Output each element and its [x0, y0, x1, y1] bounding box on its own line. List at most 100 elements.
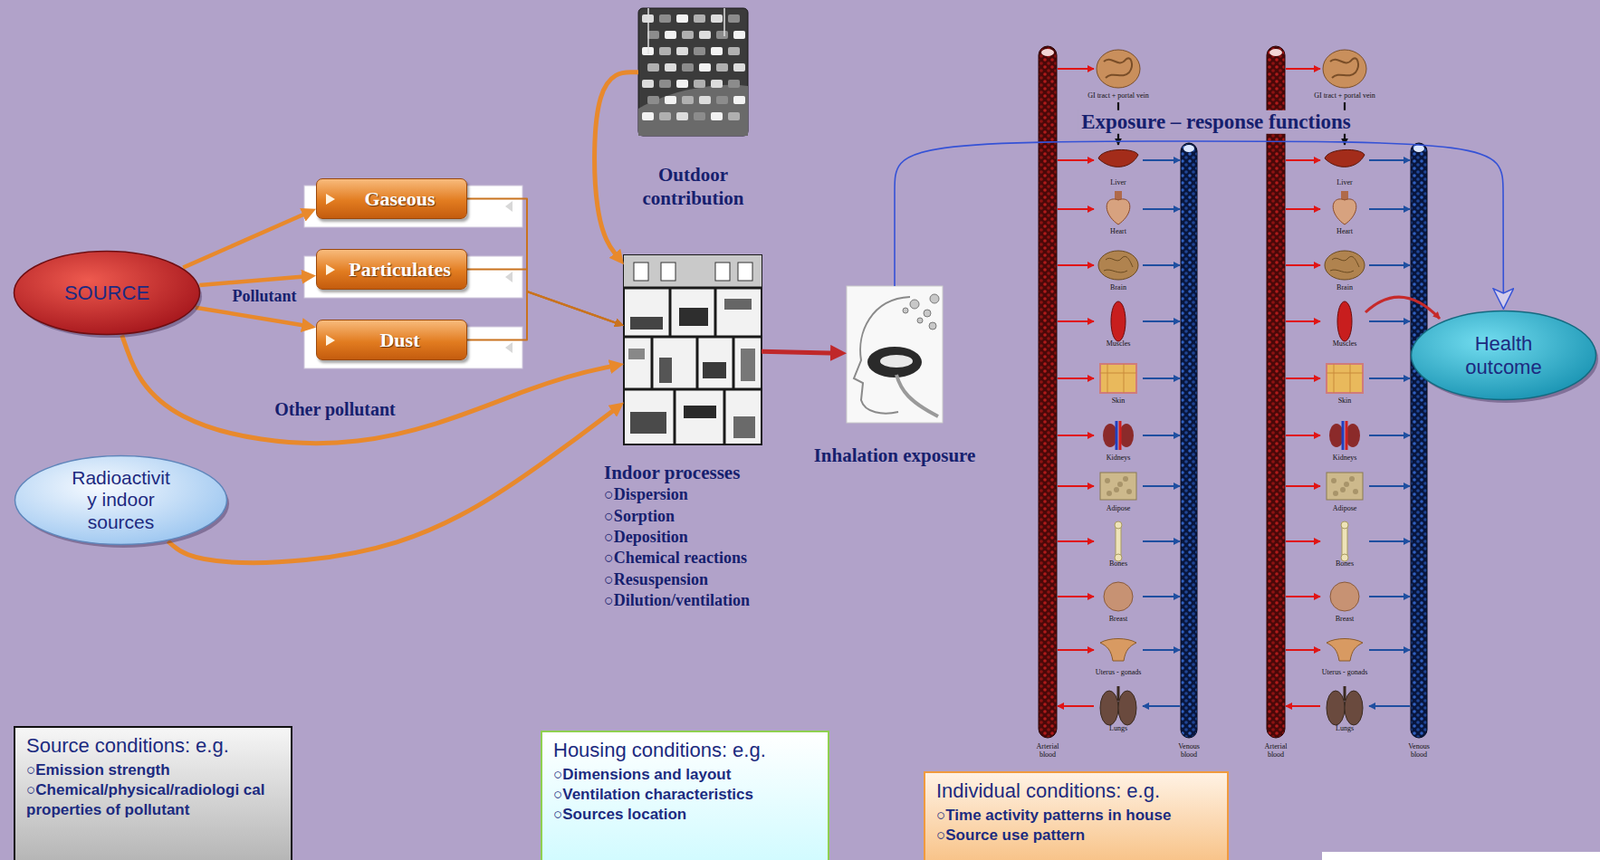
art-line	[1369, 377, 1410, 380]
label-holder: Liver	[1336, 179, 1352, 188]
connector-arrow	[167, 406, 619, 564]
art-path	[325, 193, 336, 205]
art-line	[1285, 159, 1321, 162]
art-rect	[710, 47, 723, 56]
text-wrap: SOURCE	[12, 249, 202, 336]
art-path	[1103, 57, 1132, 78]
art-ellipse	[1344, 690, 1363, 726]
art-ellipse	[1118, 690, 1137, 726]
organ-label: Brain	[1110, 284, 1127, 293]
art-rect	[693, 79, 706, 88]
art-rect	[728, 47, 740, 56]
art-circle	[917, 317, 923, 324]
art-line	[723, 8, 726, 37]
art-circle	[1106, 490, 1112, 497]
art-path	[1100, 639, 1137, 662]
organ-icon	[1332, 191, 1357, 225]
label-holder: Uterus - gonads	[1095, 669, 1142, 678]
art-line	[732, 336, 736, 390]
play-marker	[325, 264, 336, 276]
node-item: ○Emission strength	[26, 760, 280, 781]
art-ellipse	[1413, 144, 1425, 153]
art-rect	[1100, 364, 1137, 393]
art-ellipse	[1411, 311, 1597, 401]
art-rect	[1410, 143, 1428, 738]
art-rect	[664, 30, 677, 39]
text-wrap: Radioactivit y indoor sources	[13, 454, 229, 547]
art-line	[623, 335, 762, 339]
node-title: Gaseous	[364, 187, 435, 211]
node-title: Individual conditions: e.g.	[936, 778, 1217, 805]
art-rect	[699, 63, 711, 72]
organ-label: Adipose	[1106, 505, 1131, 514]
art-line	[1285, 595, 1321, 598]
art-line	[1142, 208, 1180, 211]
art-rect	[710, 14, 723, 23]
organ-label: Uterus - gonads	[1095, 669, 1142, 678]
art-path	[505, 201, 513, 212]
art-rect	[1341, 525, 1348, 558]
art-line	[1057, 434, 1094, 437]
organ-icon	[1100, 686, 1137, 726]
art-line	[1369, 434, 1410, 437]
conditions-panel: Individual conditions: e.g.○Time activit…	[923, 771, 1229, 860]
art-line	[696, 336, 700, 390]
art-rect	[659, 79, 671, 88]
art-line	[1057, 649, 1094, 652]
node-title: Health outcome	[1458, 332, 1550, 379]
organ-label: Liver	[1110, 179, 1126, 188]
art-line	[623, 287, 762, 290]
text-block: Health outcome	[1458, 332, 1550, 379]
art-circle	[1340, 487, 1346, 493]
art-rect	[733, 63, 746, 72]
art-rect	[630, 411, 667, 434]
connector-arrow	[894, 141, 1504, 300]
art-line	[1285, 377, 1321, 380]
art-rect	[1114, 191, 1122, 201]
art-ellipse	[1337, 301, 1352, 342]
label-holder: Breast	[1109, 615, 1128, 624]
node-title: Indoor processes	[603, 460, 750, 485]
art-rect	[728, 112, 740, 121]
edge-label: Exposure – response functions	[1077, 110, 1355, 135]
organ-label: Arterial blood	[1032, 743, 1064, 760]
art-line	[1369, 485, 1410, 488]
traffic-photo	[638, 8, 748, 136]
art-line	[1117, 686, 1121, 701]
connector-arrow	[199, 276, 309, 286]
node-item: ○Ventilation characteristics	[553, 785, 817, 805]
organ-icon	[1337, 301, 1352, 342]
pollutant-box: Gaseous	[316, 178, 468, 220]
art-line	[1142, 649, 1180, 652]
organ-label: Bones	[1109, 560, 1128, 569]
organ-label: Adipose	[1332, 505, 1358, 514]
label-holder: Adipose	[1332, 505, 1358, 514]
art-rect	[659, 14, 671, 23]
outcome-ellipse: Health outcome	[1409, 309, 1598, 402]
art-rect	[733, 95, 746, 105]
organ-label: Skin	[1111, 397, 1126, 406]
art-rect	[693, 112, 706, 121]
node-item: ○Resuspension	[603, 569, 750, 591]
organ-icon	[1326, 364, 1363, 393]
art-path	[1103, 256, 1133, 273]
organ-icon	[1329, 421, 1361, 451]
art-path	[1100, 364, 1137, 393]
art-ellipse	[1324, 250, 1365, 280]
connector-arrow	[182, 211, 310, 269]
art-line	[1285, 67, 1321, 70]
art-ellipse	[1183, 144, 1195, 153]
art-path	[1330, 256, 1360, 273]
conditions-panel: Source conditions: e.g.○Emission strengt…	[13, 726, 293, 860]
text-wrap: Particulates	[333, 249, 467, 289]
art-rect	[716, 63, 729, 72]
art-rect	[724, 298, 752, 310]
organ-icon	[1324, 250, 1365, 280]
art-path	[896, 374, 939, 417]
text-block: SOURCE	[64, 281, 150, 305]
pbpk-diagram	[1038, 46, 1440, 738]
art-rect	[1326, 472, 1363, 500]
art-rect	[1266, 46, 1285, 738]
label-holder: Brain	[1336, 284, 1353, 293]
